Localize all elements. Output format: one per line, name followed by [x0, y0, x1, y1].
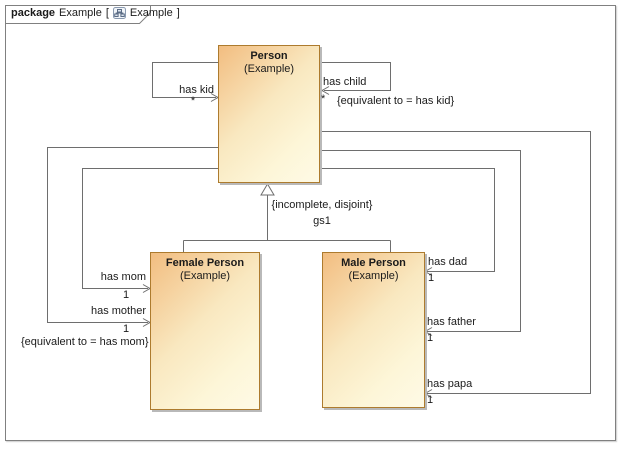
- multiplicity-has-kid[interactable]: *: [190, 95, 196, 107]
- frame-diagram-name: Example: [129, 7, 173, 19]
- class-male-person[interactable]: Male Person (Example): [322, 252, 425, 408]
- label-has-father[interactable]: has father: [427, 316, 476, 328]
- frame-open-bracket: [: [105, 7, 109, 19]
- frame-heading: package Example [ Example ]: [11, 7, 180, 19]
- class-female-person-package: (Example): [179, 270, 231, 282]
- label-has-mom[interactable]: has mom: [100, 271, 146, 283]
- constraint-has-mother[interactable]: {equivalent to = has mom}: [21, 336, 149, 348]
- multiplicity-has-mom[interactable]: 1: [122, 289, 130, 301]
- frame-close-bracket: ]: [176, 7, 180, 19]
- association-has-papa[interactable]: [321, 131, 591, 398]
- multiplicity-has-papa[interactable]: 1: [427, 394, 434, 406]
- multiplicity-has-father[interactable]: 1: [427, 332, 434, 344]
- class-female-person-name: Female Person: [165, 257, 245, 269]
- generalization-constraint[interactable]: {incomplete, disjoint}: [271, 199, 373, 211]
- class-female-person[interactable]: Female Person (Example): [150, 252, 260, 410]
- label-has-child[interactable]: has child: [323, 76, 367, 88]
- class-person-package: (Example): [243, 63, 295, 75]
- multiplicity-has-child[interactable]: *: [321, 93, 326, 105]
- generalization-set-name[interactable]: gs1: [313, 215, 331, 227]
- multiplicity-has-dad[interactable]: 1: [428, 272, 435, 284]
- multiplicity-has-mother[interactable]: 1: [122, 323, 130, 335]
- association-has-father[interactable]: [321, 150, 521, 336]
- generalization-gs1[interactable]: [183, 183, 391, 252]
- frame-package-name: Example: [59, 7, 102, 19]
- label-has-papa[interactable]: has papa: [427, 378, 473, 390]
- label-has-mother[interactable]: has mother: [90, 305, 146, 317]
- label-has-kid[interactable]: has kid: [179, 84, 214, 96]
- class-male-person-package: (Example): [348, 270, 399, 282]
- frame-keyword: package: [11, 7, 56, 19]
- class-diagram-icon: [112, 7, 126, 19]
- class-person[interactable]: Person (Example): [218, 45, 320, 183]
- class-male-person-name: Male Person: [341, 257, 406, 269]
- association-has-dad[interactable]: [321, 168, 495, 276]
- class-person-name: Person: [250, 50, 288, 62]
- association-has-child[interactable]: [320, 62, 391, 95]
- constraint-has-child[interactable]: {equivalent to = has kid}: [337, 95, 455, 107]
- label-has-dad[interactable]: has dad: [428, 256, 468, 268]
